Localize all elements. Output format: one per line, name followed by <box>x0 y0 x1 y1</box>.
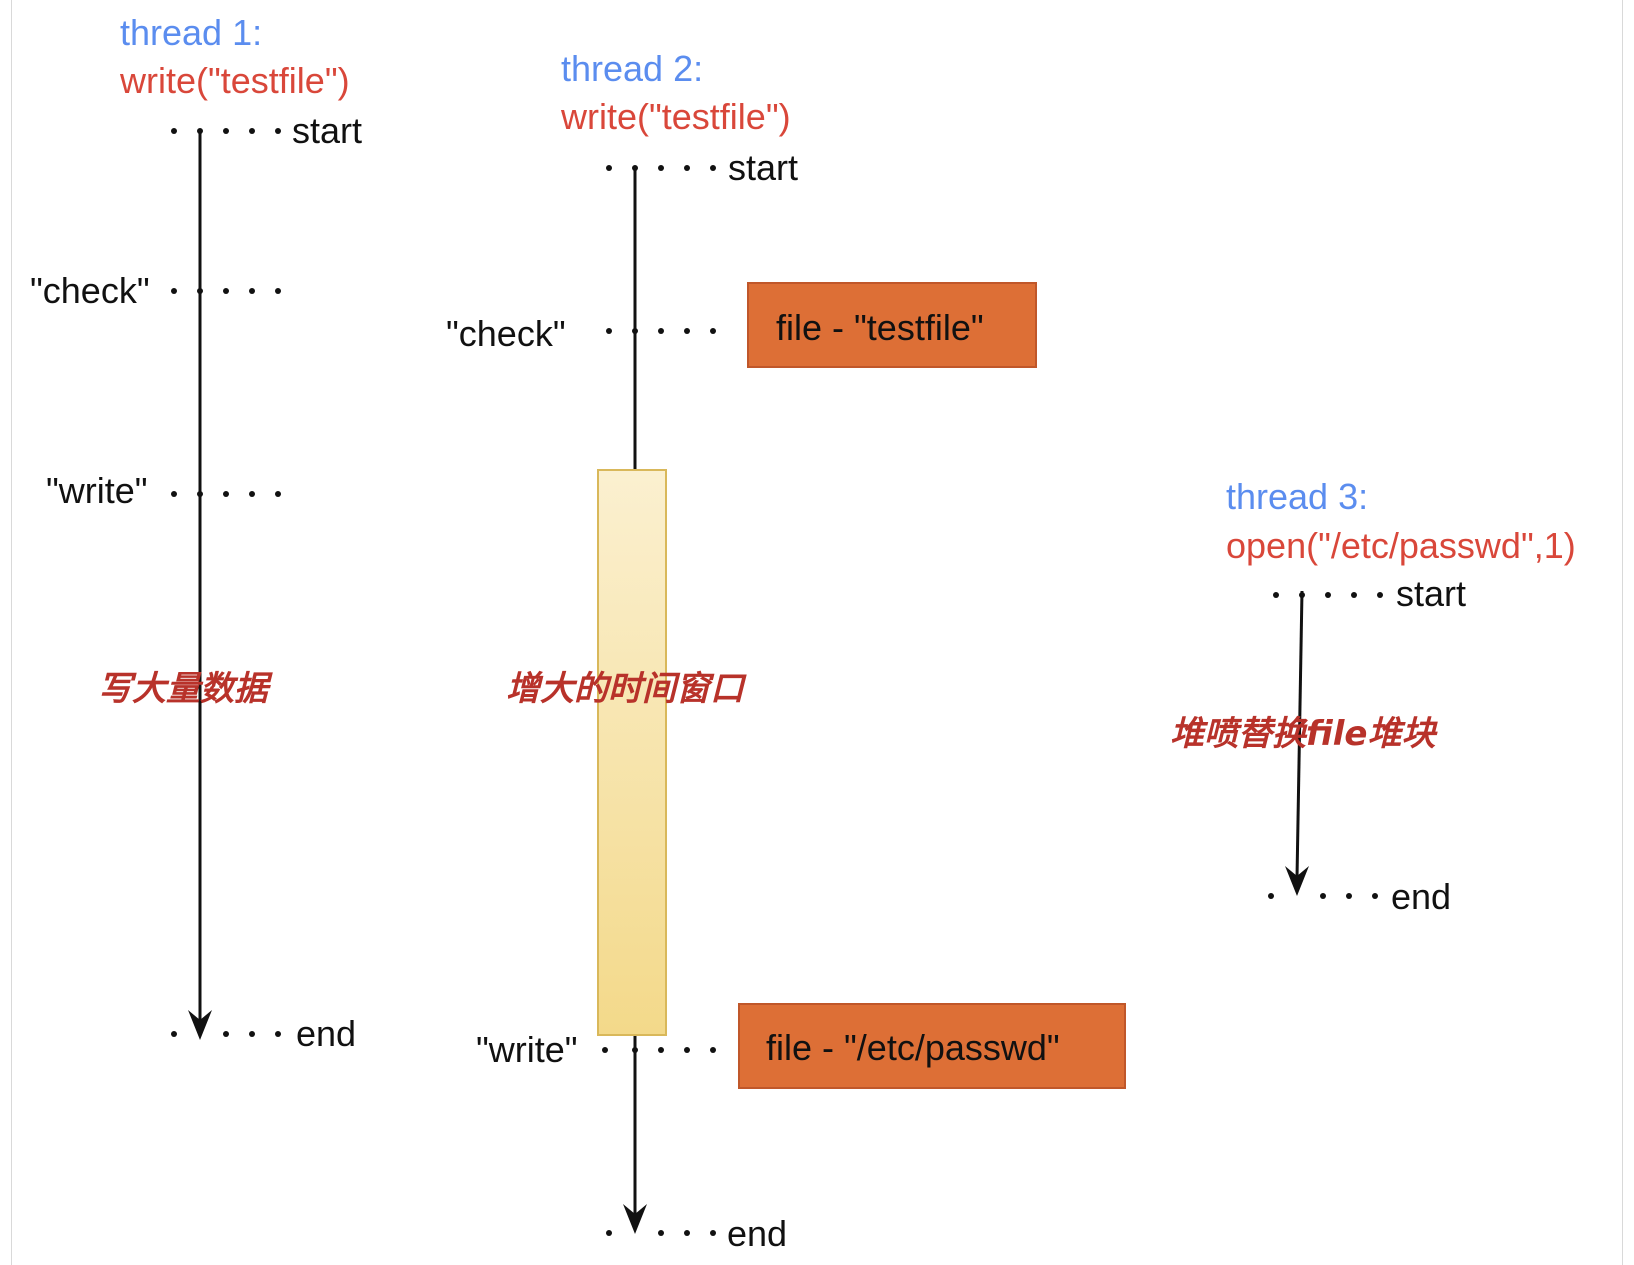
thread-1-check-label: "check" <box>30 270 150 311</box>
thread-2-end-dots <box>606 1230 716 1236</box>
thread-2-annotation: 增大的时间窗口 <box>506 669 747 709</box>
thread-2-write-box-text: file - "/etc/passwd" <box>766 1027 1060 1068</box>
thread-2-end-arrow <box>623 1204 647 1234</box>
thread-1-end-arrow <box>188 1010 212 1040</box>
thread-2-name: thread 2: <box>561 48 703 89</box>
thread-1-check-dots <box>171 288 281 294</box>
thread-3-annotation: 堆喷替换file堆块 <box>1170 714 1438 754</box>
thread-3-call: open("/etc/passwd",1) <box>1226 525 1576 566</box>
thread-2-write-dots <box>602 1047 716 1053</box>
thread-1: thread 1: write("testfile") start "check… <box>30 12 362 1054</box>
thread-2-end-label: end <box>727 1213 787 1254</box>
thread-2-call: write("testfile") <box>560 96 791 137</box>
thread-3-timeline <box>1295 590 1304 879</box>
thread-2-check-dots <box>606 328 716 334</box>
thread-2-start-label: start <box>728 147 798 188</box>
thread-3-end-dots <box>1268 893 1378 899</box>
thread-3: thread 3: open("/etc/passwd",1) start 堆喷… <box>1170 476 1576 917</box>
thread-1-annotation: 写大量数据 <box>98 669 273 709</box>
thread-2-write-box: file - "/etc/passwd" <box>738 1003 1126 1089</box>
thread-1-name: thread 1: <box>120 12 262 53</box>
diagram-frame <box>11 0 1623 1265</box>
time-window-bar <box>597 469 667 1036</box>
thread-1-write-dots <box>171 491 281 497</box>
thread-2-start-dots <box>606 165 716 171</box>
thread-2-check-box: file - "testfile" <box>747 282 1037 368</box>
thread-1-call: write("testfile") <box>119 60 350 101</box>
thread-1-write-label: "write" <box>46 470 148 511</box>
thread-2-check-box-text: file - "testfile" <box>776 307 984 348</box>
thread-1-end-dots <box>171 1031 281 1037</box>
thread-3-end-label: end <box>1391 876 1451 917</box>
thread-3-end-arrow <box>1285 866 1309 896</box>
thread-2-check-label: "check" <box>446 313 566 354</box>
thread-2-write-label: "write" <box>476 1029 578 1070</box>
thread-3-start-dots <box>1273 592 1383 598</box>
thread-1-start-label: start <box>292 110 362 151</box>
thread-1-end-label: end <box>296 1013 356 1054</box>
thread-3-name: thread 3: <box>1226 476 1368 517</box>
thread-1-start-dots <box>171 128 281 134</box>
thread-2: thread 2: write("testfile") start "check… <box>446 48 1126 1254</box>
thread-3-start-label: start <box>1396 573 1466 614</box>
